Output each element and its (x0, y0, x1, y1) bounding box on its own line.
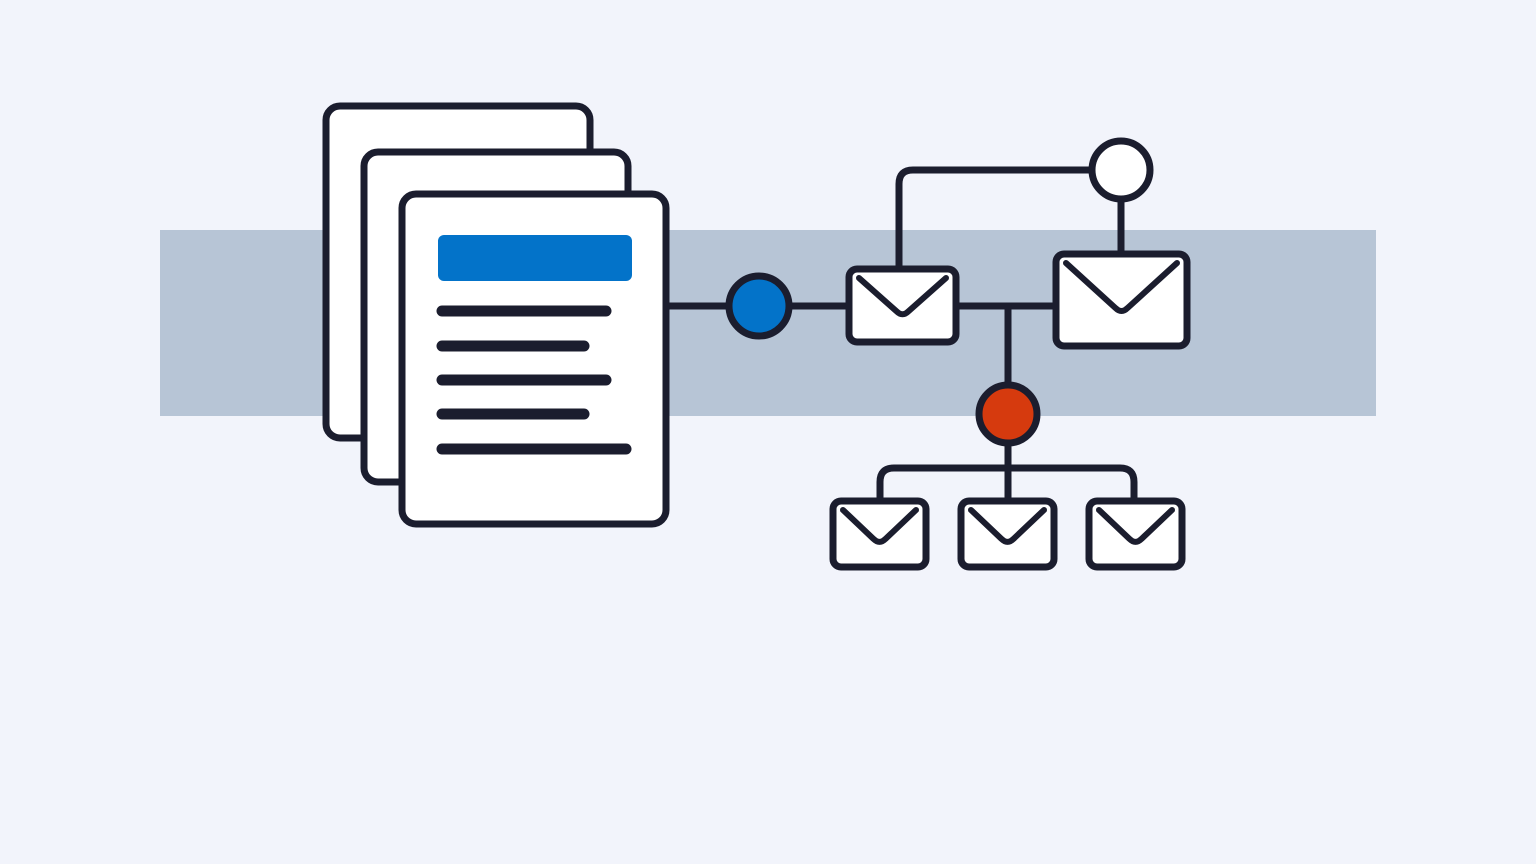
envelope-body (1052, 250, 1191, 350)
envelope-flap (1096, 507, 1175, 545)
white-node (1088, 137, 1154, 203)
document-stack-icon (322, 102, 670, 528)
envelope-body (1085, 497, 1186, 571)
envelope-icon (1085, 497, 1186, 571)
red-node (975, 381, 1041, 447)
connector-branch-left (876, 464, 1138, 504)
envelope-flap (856, 275, 949, 318)
blue-node (725, 272, 793, 340)
envelope-icon (1052, 250, 1191, 350)
envelope-flap (1063, 260, 1180, 315)
envelope-flap (840, 507, 919, 545)
document-text-lines (436, 305, 632, 455)
envelope-body (829, 497, 930, 571)
envelope-icon (957, 497, 1058, 571)
envelope-body (957, 497, 1058, 571)
document-header-bar (438, 235, 632, 281)
envelope-body (845, 265, 960, 346)
connectors (664, 166, 1138, 504)
envelope-icon (829, 497, 930, 571)
connector-envelope-up-to-white-node (895, 166, 1094, 272)
envelope-flap (968, 507, 1047, 545)
envelope-icon (845, 265, 960, 346)
